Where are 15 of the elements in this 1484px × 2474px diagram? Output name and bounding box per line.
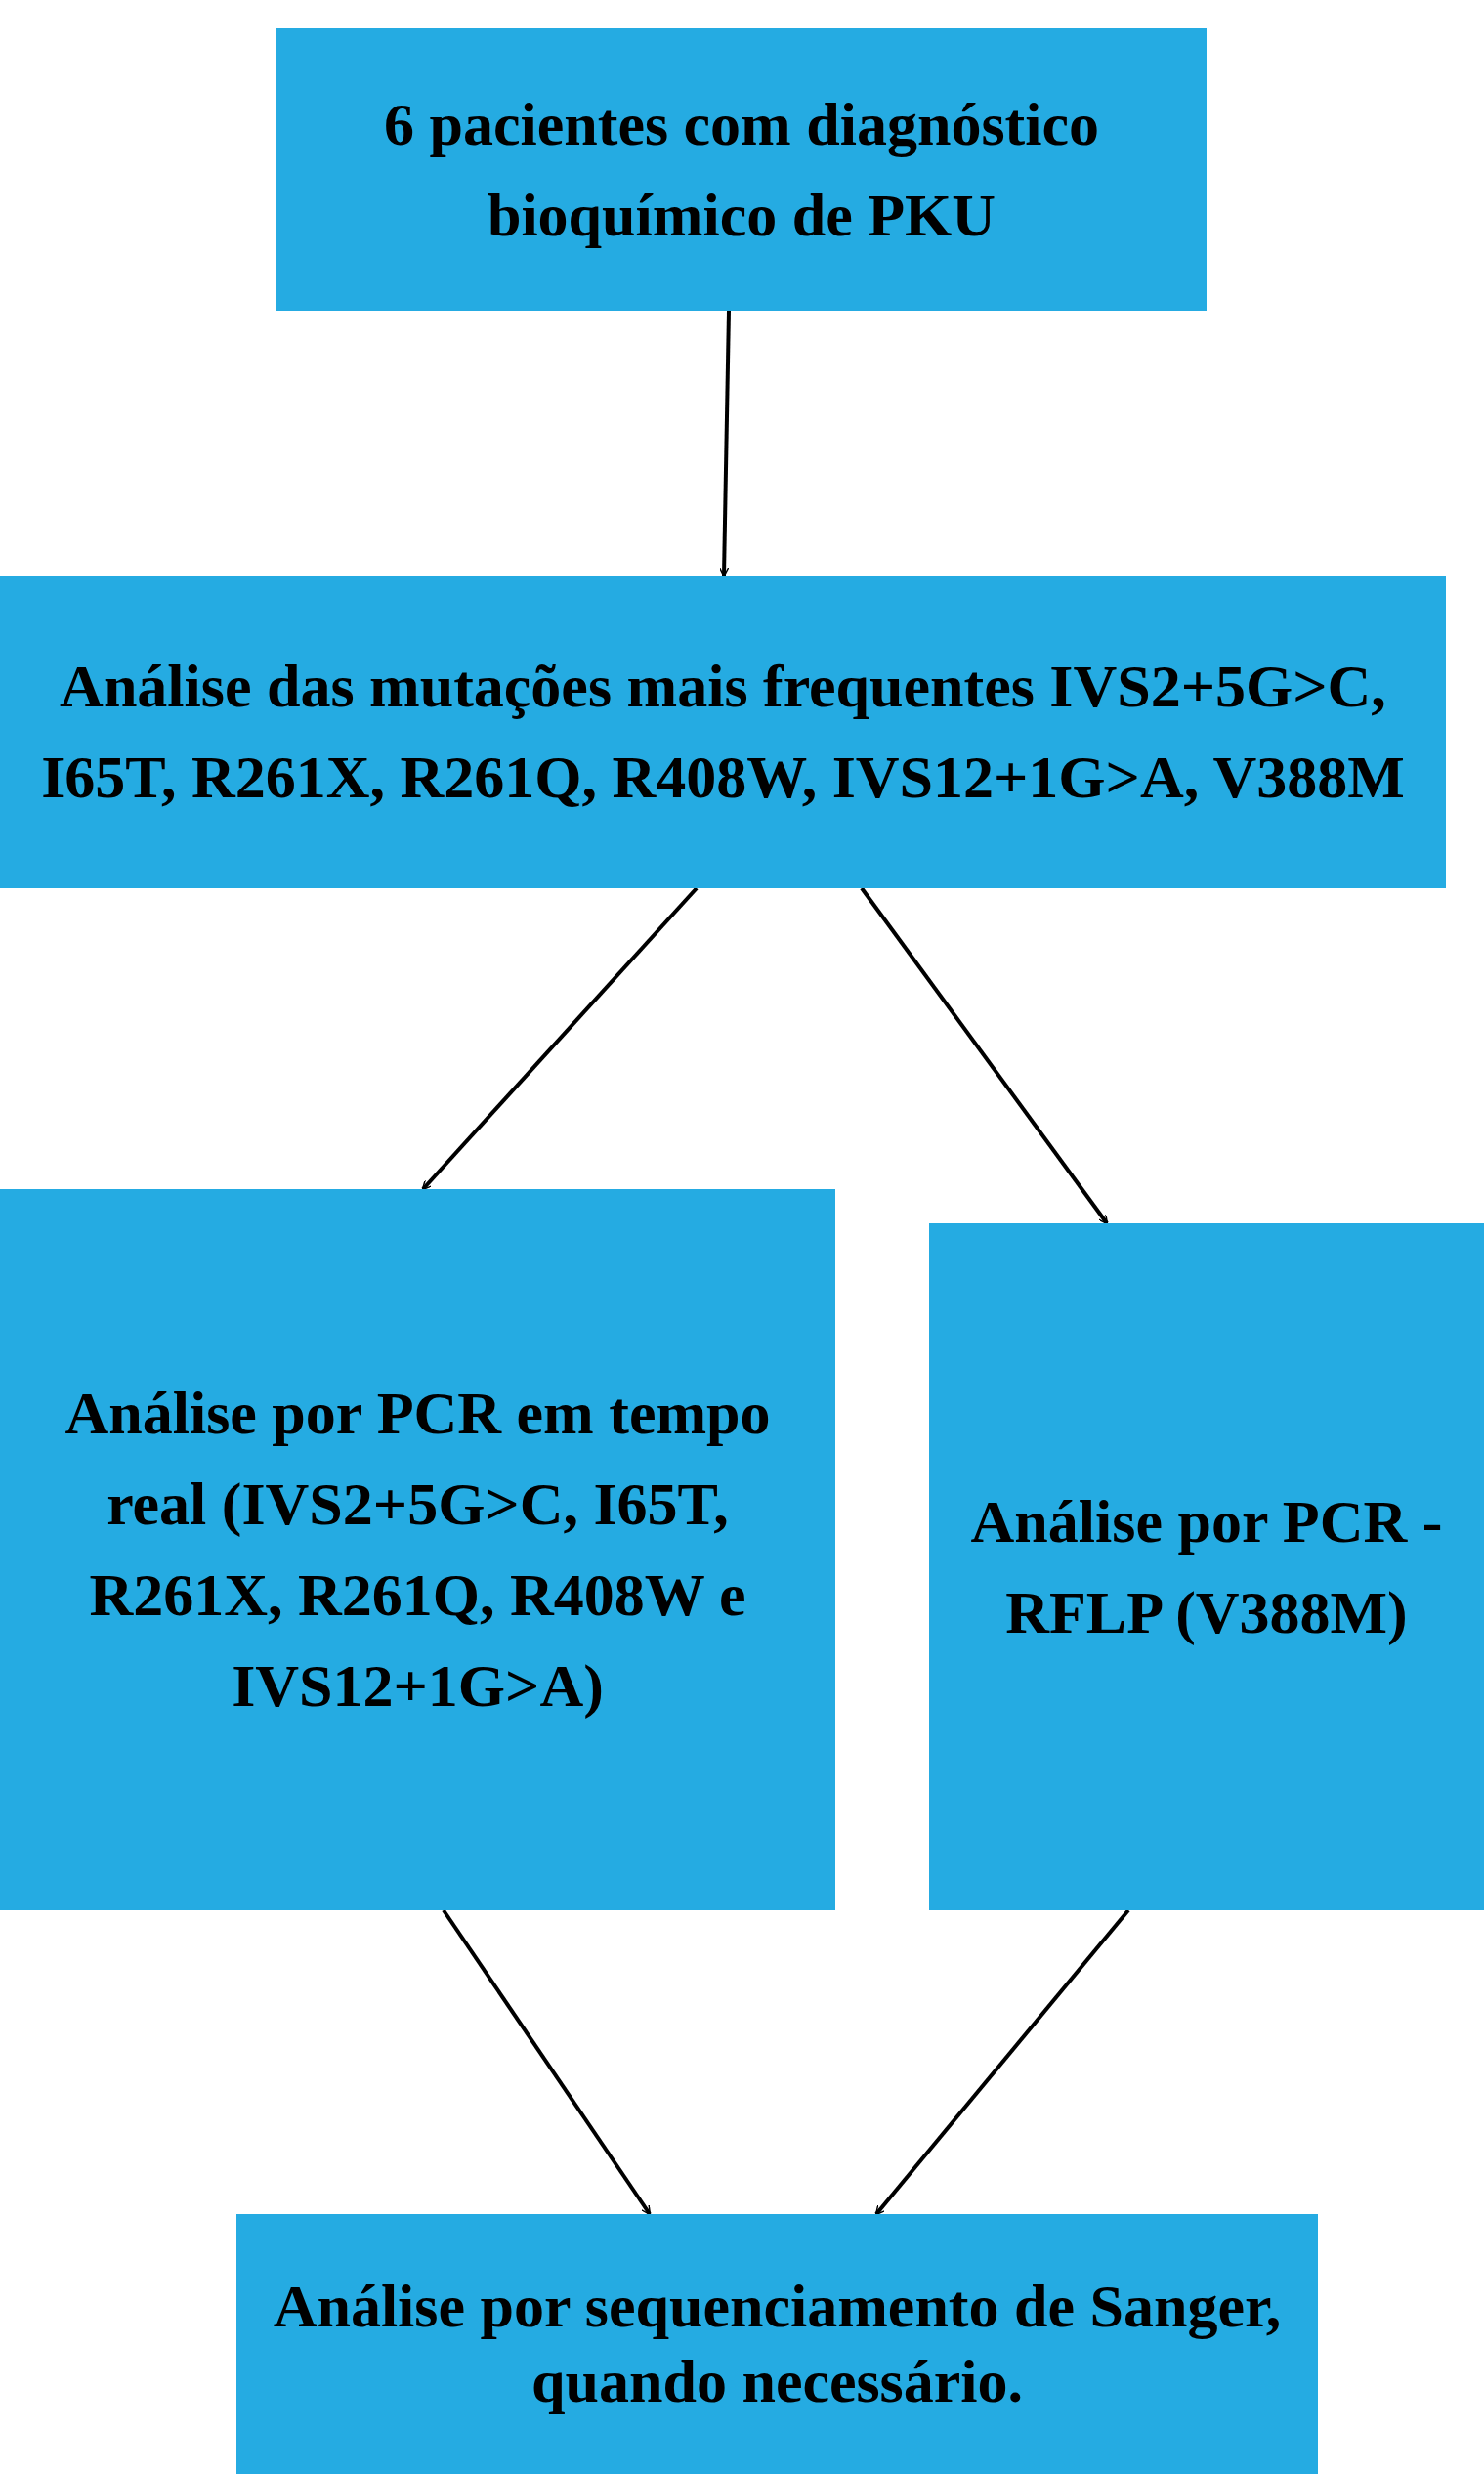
arrow bbox=[718, 310, 731, 577]
process-box bbox=[0, 576, 1446, 888]
arrow bbox=[874, 1908, 1130, 2216]
process-box bbox=[929, 1223, 1484, 1910]
arrow bbox=[860, 886, 1109, 1225]
arrow bbox=[421, 886, 699, 1191]
box-text: Análise por sequenciamento de Sanger, quando necessário. bbox=[272, 2271, 1283, 2416]
box-text: 6 pacientes com diagnóstico bioquímico de PKU bbox=[383, 89, 1100, 250]
process-box bbox=[0, 1189, 835, 1910]
process-box bbox=[236, 2214, 1318, 2474]
box-text: Análise das mutações mais frequentes IVS2+5G>C, I65T, R261X, R261Q, R408W, IVS12+1G>A, V388M bbox=[40, 652, 1406, 812]
box-text: Análise por PCR em tempo real (IVS2+5G>C, I65T, R261X, R261Q, R408W e IVS12+1G>A) bbox=[64, 1379, 772, 1721]
arrow bbox=[442, 1908, 652, 2216]
box-text: Análise por PCR -RFLP (V388M) bbox=[969, 1486, 1444, 1647]
process-box bbox=[276, 28, 1207, 311]
